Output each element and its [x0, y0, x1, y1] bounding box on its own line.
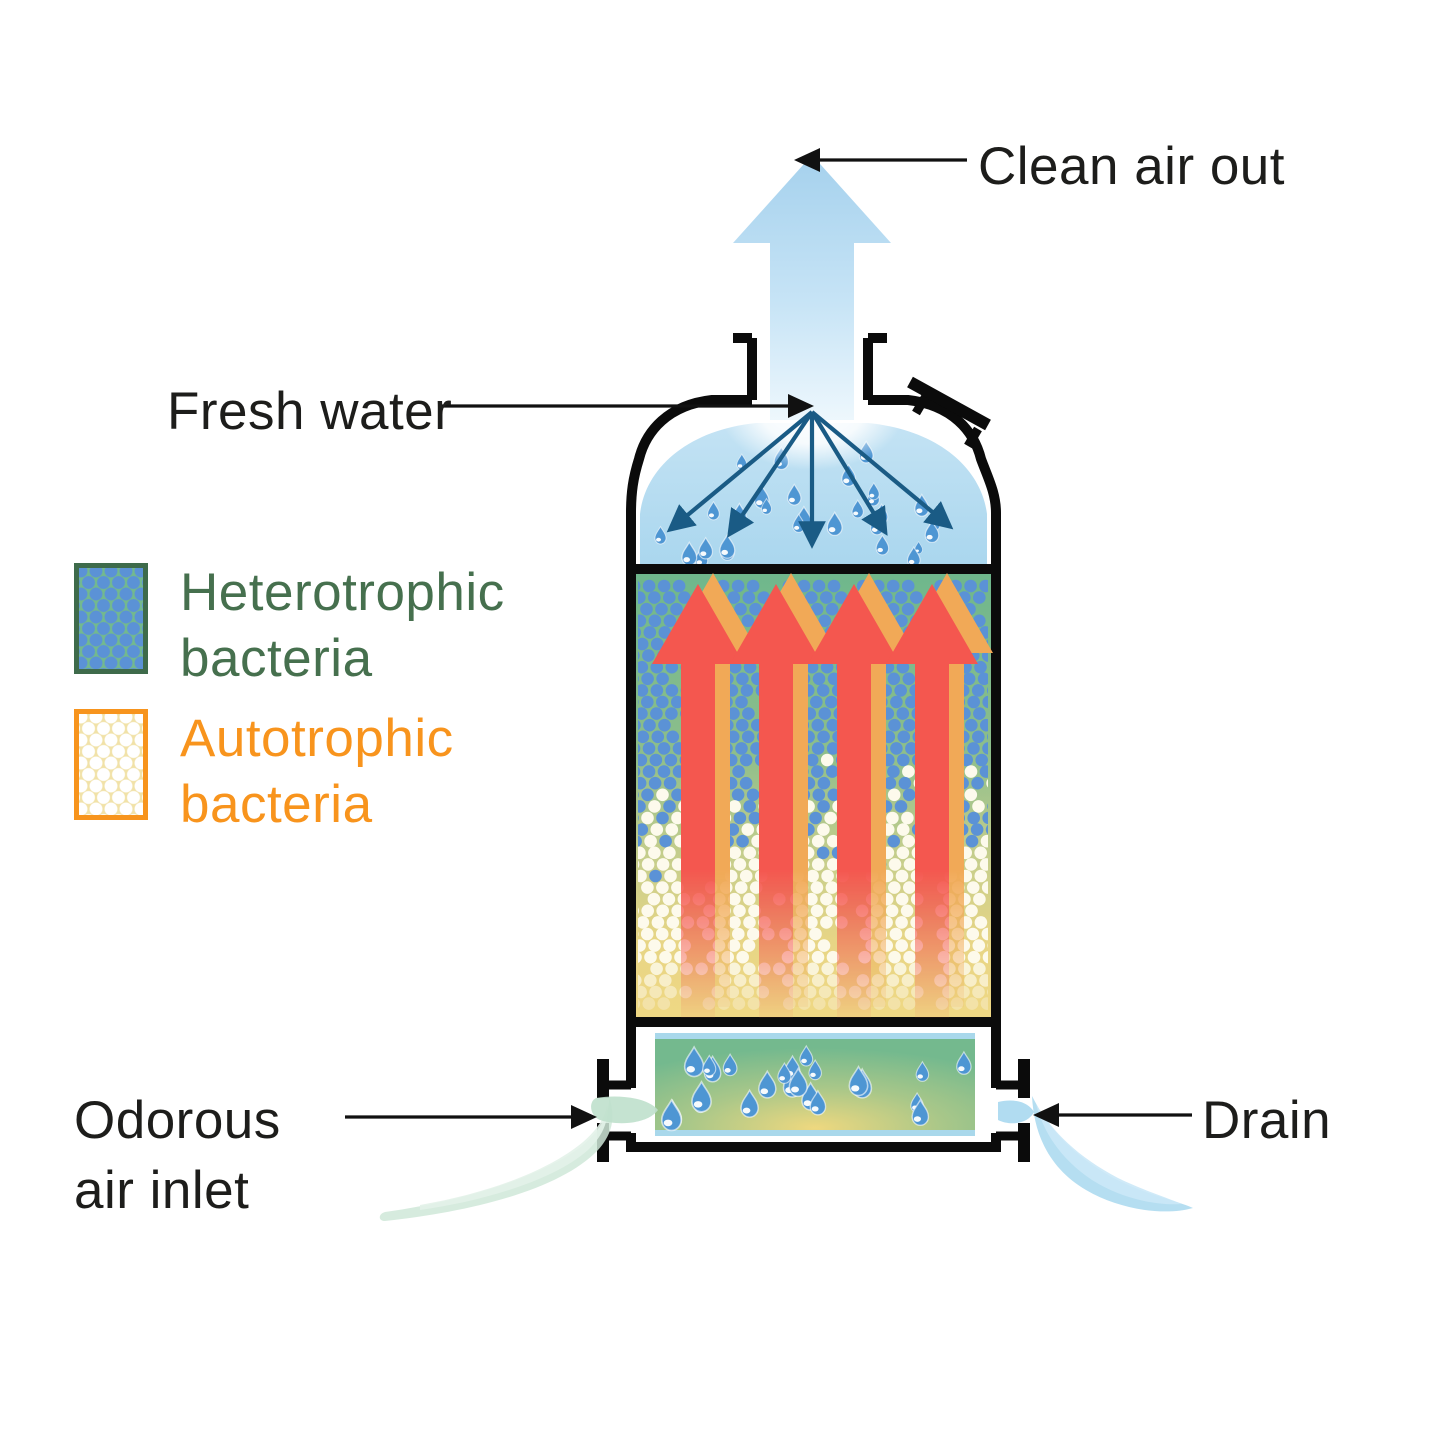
sump [655, 1033, 975, 1136]
legend-swatch-autotrophic [74, 709, 148, 820]
air-swoosh [379, 1096, 658, 1221]
legend-label-autotrophic: Autotrophic bacteria [180, 706, 454, 838]
legend-swatch-heterotrophic [74, 563, 148, 674]
water-swoosh [998, 1096, 1193, 1212]
legend-label-heterotrophic-line2: bacteria [180, 629, 373, 688]
spray-nozzle-arrows [666, 410, 954, 549]
legend-label-heterotrophic: Heterotrophic bacteria [180, 560, 505, 692]
airflow-up-arrows [652, 573, 993, 1018]
legend-label-autotrophic-line1: Autotrophic [180, 709, 454, 768]
legend-label-autotrophic-line2: bacteria [180, 775, 373, 834]
legend-label-heterotrophic-line1: Heterotrophic [180, 563, 505, 622]
label-pointers [345, 148, 1192, 1129]
drain-flange [996, 1059, 1030, 1162]
drain-label: Drain [1202, 1091, 1332, 1150]
clean-air-out-label: Clean air out [978, 137, 1286, 196]
hatch [907, 376, 991, 449]
odorous-air-inlet-line1: Odorous [74, 1091, 281, 1150]
odorous-air-inlet-label: Odorous air inlet [74, 1086, 281, 1226]
fresh-water-label: Fresh water [167, 382, 453, 441]
clean-air-arrow [733, 155, 891, 420]
odorous-air-inlet-line2: air inlet [74, 1161, 250, 1220]
